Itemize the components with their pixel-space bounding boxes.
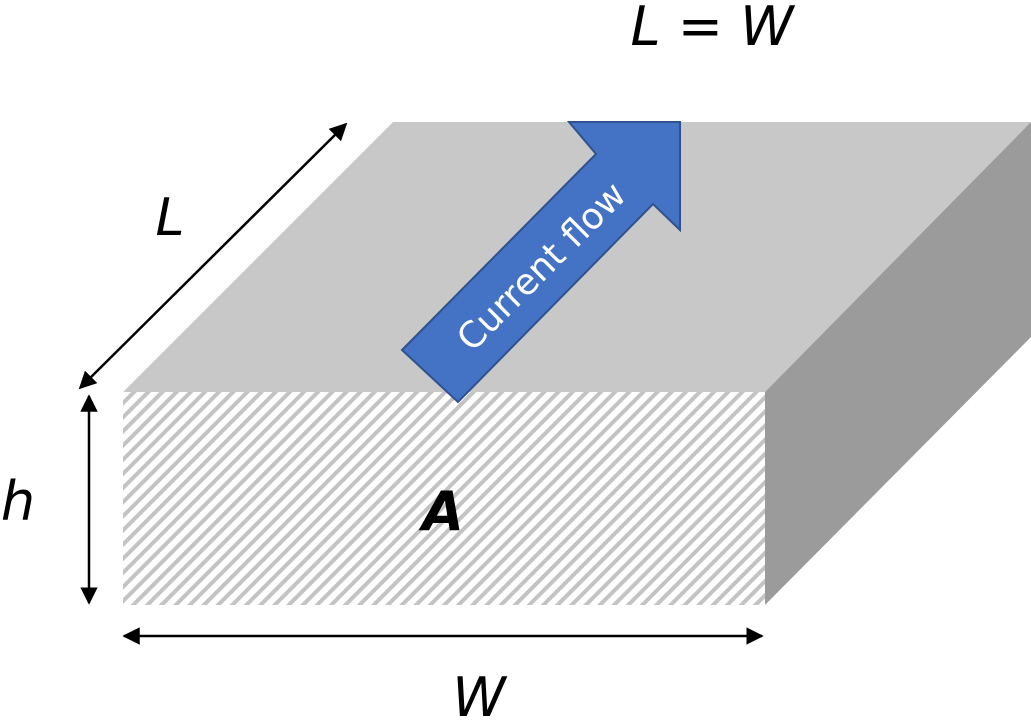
length-label: L [156,188,185,248]
current-flow-arrow-shape [400,121,681,404]
cross-section-face [123,392,765,605]
block-side-face [765,122,1031,605]
title-equation: L = W [630,0,796,58]
area-label: A [418,480,464,543]
height-label: h [1,470,35,533]
width-label: W [452,666,508,722]
length-dimension-line [78,122,348,390]
